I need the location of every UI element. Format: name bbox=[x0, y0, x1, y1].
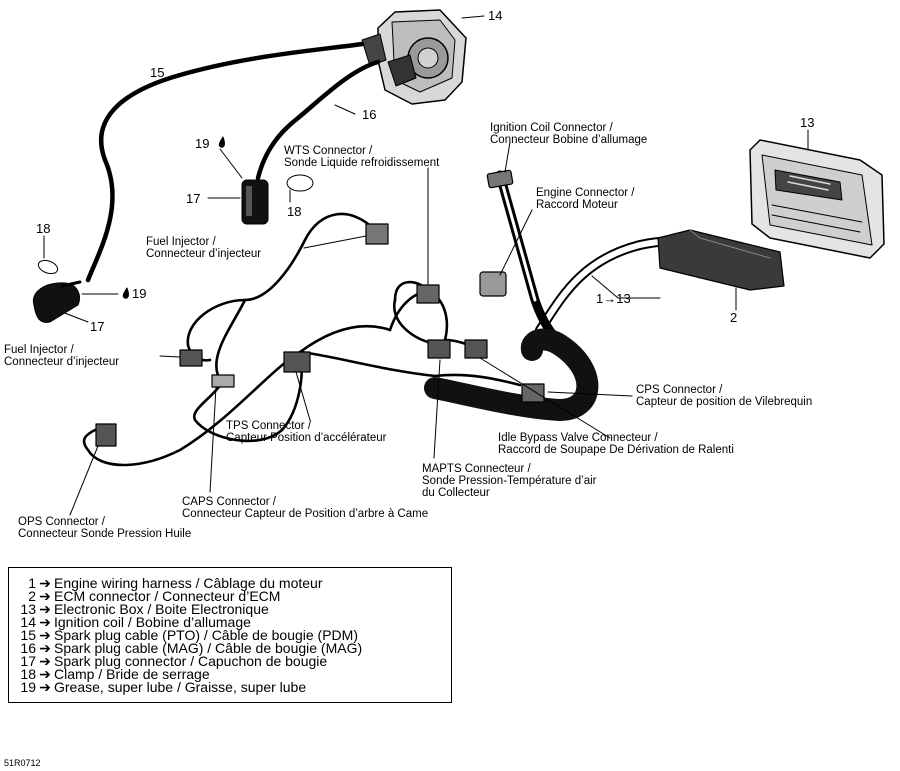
callout-17-lower: 17 bbox=[90, 319, 105, 334]
label-cps-connector: CPS Connector /Capteur de position de Vi… bbox=[636, 384, 813, 408]
legend-row-1: 1➔Engine wiring harness / Câblage du mot… bbox=[28, 575, 323, 591]
legend-row-16: 16➔Spark plug cable (MAG) / Câble de bou… bbox=[20, 640, 363, 656]
fuel-injector-connector-plug-2 bbox=[179, 349, 203, 367]
label-ignition-coil-connector: Ignition Coil Connector /Connecteur Bobi… bbox=[490, 122, 648, 146]
legend-row-13: 13➔Electronic Box / Boite Electronique bbox=[20, 601, 269, 617]
label-idle-bypass-valve: Idle Bypass Valve Connecteur /Raccord de… bbox=[498, 432, 734, 456]
idle-bypass-connector-plug bbox=[464, 339, 488, 359]
callout-19-upper: 19 bbox=[195, 136, 210, 151]
legend-row-19: 19➔Grease, super lube / Graisse, super l… bbox=[20, 679, 307, 695]
callout-18-upper: 18 bbox=[287, 204, 302, 219]
clamp-lower bbox=[37, 259, 59, 275]
legend-row-14: 14➔Ignition coil / Bobine d’allumage bbox=[20, 614, 251, 630]
ignition-coil bbox=[361, 9, 467, 105]
grease-drop-icon-lower bbox=[122, 287, 129, 299]
label-mapts-connector: MAPTS Connecteur /Sonde Pression-Tempéra… bbox=[422, 463, 597, 499]
mapts-connector-plug bbox=[427, 339, 451, 359]
spark-plug-connector-upper bbox=[241, 179, 269, 225]
callout-14: 14 bbox=[488, 8, 503, 23]
label-caps-connector: CAPS Connector /Connecteur Capteur de Po… bbox=[182, 496, 429, 520]
legend-row-17: 17➔Spark plug connector / Capuchon de bo… bbox=[20, 653, 328, 669]
clamp-upper bbox=[286, 174, 314, 192]
leader-lines bbox=[43, 15, 809, 516]
spark-plug-cable-mag bbox=[255, 59, 381, 181]
label-tps-connector: TPS Connector /Capteur Position d’accélé… bbox=[226, 420, 387, 444]
label-fuel-injector-1: Fuel Injector /Connecteur d’injecteur bbox=[146, 236, 262, 260]
tps-connector-plug bbox=[283, 351, 311, 373]
grease-drop-icon-upper bbox=[218, 136, 225, 148]
engine-connector-plug bbox=[479, 271, 507, 297]
wts-connector-plug bbox=[416, 284, 440, 304]
callout-19-lower: 19 bbox=[132, 286, 147, 301]
harness-corrugated-tube bbox=[424, 328, 599, 421]
legend-row-15: 15➔Spark plug cable (PTO) / Câble de bou… bbox=[20, 627, 358, 643]
callout-13: 13 bbox=[800, 115, 815, 130]
spark-plug-connector-lower bbox=[32, 280, 82, 323]
label-wts-connector: WTS Connector /Sonde Liquide refroidisse… bbox=[284, 145, 440, 169]
ecm-connector bbox=[657, 229, 785, 291]
diagram-code: 51R0712 bbox=[4, 758, 41, 768]
label-engine-connector: Engine Connector /Raccord Moteur bbox=[536, 187, 635, 211]
callout-1-to-13: 1→13 bbox=[596, 291, 631, 306]
legend-row-18: 18➔Clamp / Bride de serrage bbox=[20, 666, 210, 682]
spark-plug-cable-pto bbox=[85, 41, 365, 283]
caps-connector-plug bbox=[211, 374, 235, 388]
electronic-box bbox=[749, 139, 885, 259]
callout-15: 15 bbox=[150, 65, 165, 80]
cps-connector-plug bbox=[521, 383, 545, 403]
callout-2: 2 bbox=[730, 310, 738, 325]
callout-16: 16 bbox=[362, 107, 377, 122]
label-ops-connector: OPS Connector /Connecteur Sonde Pression… bbox=[18, 516, 192, 540]
callout-18-lower: 18 bbox=[36, 221, 51, 236]
fuel-injector-connector-plug-1 bbox=[365, 223, 389, 245]
ignition-coil-connector-plug bbox=[486, 169, 514, 189]
legend-box bbox=[8, 567, 452, 703]
legend-row-2: 2➔ECM connector / Connecteur d’ECM bbox=[28, 588, 281, 604]
ops-connector-plug bbox=[95, 423, 117, 447]
callout-17-upper: 17 bbox=[186, 191, 201, 206]
label-fuel-injector-2: Fuel Injector /Connecteur d’injecteur bbox=[4, 344, 120, 368]
